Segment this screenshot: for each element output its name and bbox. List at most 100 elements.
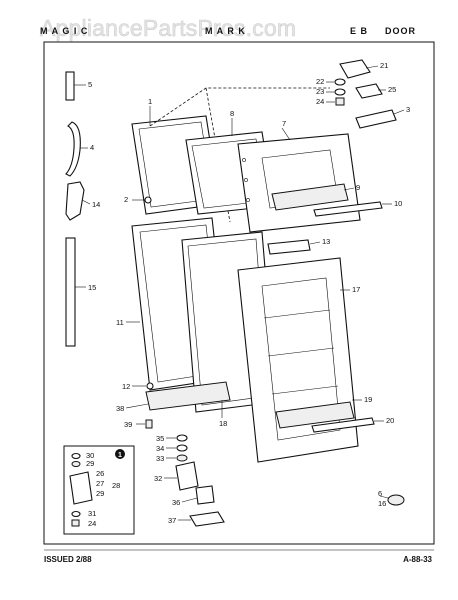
liner-shelf-ridge — [271, 385, 339, 395]
part-bushing-34 — [176, 444, 188, 452]
inset-box — [63, 445, 135, 535]
part-number-32: 32 — [154, 474, 162, 483]
part-plug-39 — [145, 419, 153, 429]
part-number-38: 38 — [116, 404, 124, 413]
part-number-7: 7 — [282, 119, 286, 128]
liner-shelf-ridge — [263, 309, 331, 319]
part-number-37: 37 — [168, 516, 176, 525]
part-hinge-plate-37 — [189, 511, 225, 527]
part-fresh-food-liner-17 — [237, 257, 359, 463]
inset-hinge — [69, 471, 93, 505]
part-washer-22 — [334, 78, 346, 86]
part-number-33: 33 — [156, 454, 164, 463]
part-hinge-cover-25 — [355, 83, 383, 99]
part-number-11: 11 — [116, 318, 124, 327]
part-number-15: 15 — [88, 283, 96, 292]
part-number-10: 10 — [394, 199, 402, 208]
part-handle-trim-5 — [65, 71, 75, 101]
liner-bump — [242, 158, 246, 162]
part-number-8: 8 — [230, 109, 234, 118]
part-number-4: 4 — [90, 143, 94, 152]
part-number-21: 21 — [380, 61, 388, 70]
part-number-18: 18 — [219, 419, 227, 428]
diagram-frame — [43, 41, 435, 545]
leader-7 — [281, 127, 291, 141]
leader-6 — [379, 495, 389, 499]
leader-13 — [309, 241, 321, 245]
part-door-rail-13 — [267, 239, 311, 255]
part-freezer-door-liner-7 — [237, 133, 361, 233]
part-freezer-shelf-9 — [271, 183, 349, 211]
part-spacer-24 — [335, 97, 345, 106]
part-number-23: 23 — [316, 87, 324, 96]
part-number-24: 24 — [316, 97, 324, 106]
part-door-bottom-trim-38 — [145, 381, 231, 411]
part-number-22: 22 — [316, 77, 324, 86]
inset-bushing — [71, 461, 81, 467]
inset-spacer — [71, 519, 80, 527]
liner-shelf-ridge — [267, 347, 335, 357]
inset-washer — [71, 452, 81, 460]
part-spacer-33 — [176, 454, 188, 462]
part-screw-12 — [146, 382, 154, 390]
inset-part-number-26: 26 — [96, 469, 104, 478]
liner-bump — [246, 198, 250, 202]
part-number-25: 25 — [388, 85, 396, 94]
reference-dashed-line-side — [205, 87, 231, 223]
leader-21 — [365, 65, 379, 69]
part-number-39: 39 — [124, 420, 132, 429]
leader-3 — [393, 109, 405, 115]
leader-9 — [343, 187, 355, 191]
footer-issued: ISSUED 2/88 — [44, 555, 92, 564]
part-door-shelf-19 — [275, 401, 355, 429]
header-model: M A R K — [205, 26, 246, 36]
header-section-code: E B — [350, 26, 368, 36]
part-cap-6-16 — [387, 494, 405, 506]
part-number-17: 17 — [352, 285, 360, 294]
inset-part-number-24: 24 — [88, 519, 96, 528]
part-hinge-plate-21 — [339, 59, 371, 79]
part-top-hinge-3 — [355, 109, 397, 129]
part-number-34: 34 — [156, 444, 164, 453]
part-number-9: 9 — [356, 183, 360, 192]
header-brand: M A G I C — [40, 26, 88, 36]
part-number-3: 3 — [406, 105, 410, 114]
inset-badge-number: 1 — [118, 452, 122, 459]
inset-part-number-28: 28 — [112, 481, 120, 490]
part-hinge-bracket-36 — [195, 485, 215, 505]
inset-part-number-29: 29 — [86, 459, 94, 468]
inset-part-number-30: 30 — [86, 451, 94, 460]
part-shelf-bar-20 — [311, 417, 375, 433]
leader-36 — [181, 497, 198, 503]
part-number-5: 5 — [88, 80, 92, 89]
inset-part-number-27: 27 — [96, 479, 104, 488]
part-number-1: 1 — [148, 97, 152, 106]
part-number-36: 36 — [172, 498, 180, 507]
leader-38 — [125, 403, 149, 409]
header-section-title: DOOR — [385, 26, 416, 36]
part-number-12: 12 — [122, 382, 130, 391]
part-number-16: 16 — [378, 499, 386, 508]
leader-14 — [81, 199, 91, 205]
inset-screw — [71, 510, 81, 518]
fresh-liner-recess — [261, 277, 341, 441]
liner-bump — [244, 178, 248, 182]
part-number-20: 20 — [386, 416, 394, 425]
inset-part-number-31: 31 — [88, 509, 96, 518]
part-door-handle-4 — [65, 121, 81, 177]
inset-badge-circle — [115, 449, 125, 459]
part-handle-bracket-14 — [65, 181, 85, 221]
part-number-14: 14 — [92, 200, 100, 209]
part-trim-strip-15 — [65, 237, 76, 347]
footer-page-code: A-88-33 — [403, 555, 432, 564]
inset-part-number-29: 29 — [96, 489, 104, 498]
part-number-6: 6 — [378, 489, 382, 498]
part-bushing-23 — [334, 88, 346, 96]
part-washer-35 — [176, 434, 188, 442]
part-screw-2 — [144, 196, 152, 204]
part-number-35: 35 — [156, 434, 164, 443]
part-bottom-hinge-32 — [175, 461, 199, 491]
